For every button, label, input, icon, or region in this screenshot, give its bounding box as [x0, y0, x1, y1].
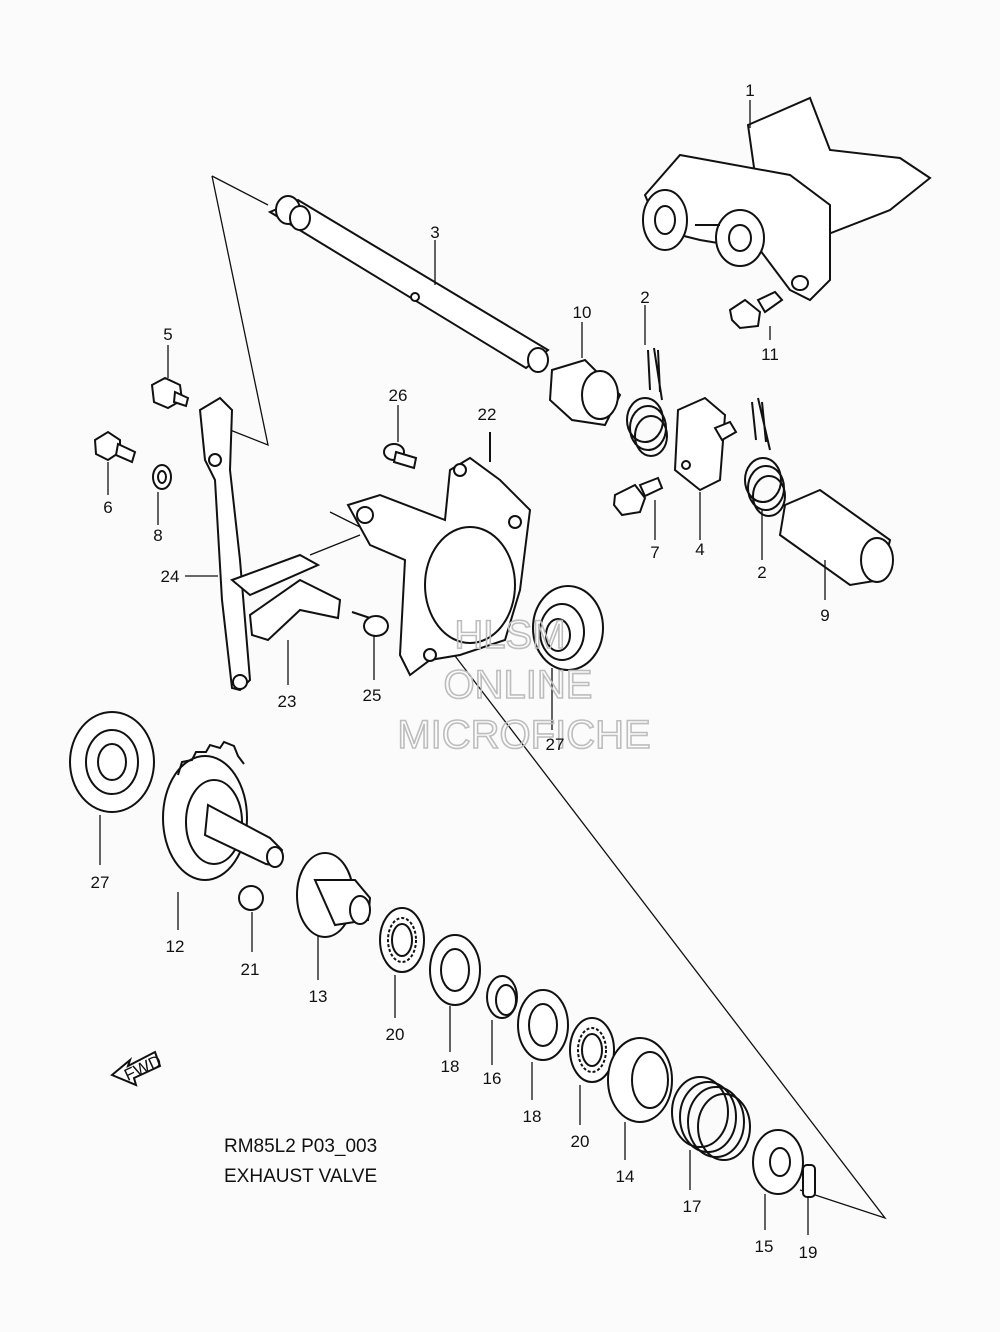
part-18-washer-upper [429, 934, 481, 1052]
part-21-ball [238, 885, 264, 952]
callout-17: 17 [683, 1197, 702, 1216]
part-16-ring [486, 975, 518, 1065]
diagram-caption: RM85L2 P03_003 EXHAUST VALVE [224, 1136, 377, 1187]
callout-25: 25 [363, 686, 382, 705]
callout-2-upper: 2 [640, 288, 649, 307]
caption-line-2: EXHAUST VALVE [224, 1166, 377, 1187]
callout-12: 12 [166, 937, 185, 956]
part-20-thrust-bearing-lower [569, 1017, 615, 1125]
part-8-washer [152, 464, 172, 525]
part-5-nut [150, 345, 190, 410]
callout-24: 24 [161, 567, 180, 586]
part-7-screw [612, 476, 664, 540]
part-9-sleeve [778, 488, 894, 600]
callout-19: 19 [799, 1243, 818, 1262]
part-3-shaft [267, 195, 550, 373]
caption-line-1: RM85L2 P03_003 [224, 1136, 377, 1157]
callout-15: 15 [755, 1237, 774, 1256]
fwd-arrow-icon: FWD [110, 1050, 164, 1087]
callout-9: 9 [820, 606, 829, 625]
fwd-label: FWD [121, 1051, 164, 1085]
callout-16: 16 [483, 1069, 502, 1088]
part-14-spring-seat [607, 1037, 673, 1160]
callout-8: 8 [153, 526, 162, 545]
callout-10: 10 [573, 303, 592, 322]
part-24-lever [185, 396, 252, 692]
part-27-bearing-upper [532, 585, 604, 730]
part-13-cam-plate [296, 852, 372, 980]
callout-26: 26 [389, 386, 408, 405]
callout-2-lower: 2 [757, 563, 766, 582]
part-1-valve-housing [642, 96, 932, 302]
callout-14: 14 [616, 1167, 635, 1186]
callout-18-lower: 18 [523, 1107, 542, 1126]
callout-22: 22 [478, 405, 497, 424]
callout-21: 21 [241, 960, 260, 979]
part-12-gear [162, 740, 284, 930]
callout-27-lower: 27 [91, 873, 110, 892]
callout-5: 5 [163, 325, 172, 344]
part-27-bearing-lower [69, 711, 155, 865]
watermark: HLSM ONLINE MICROFICHE [397, 612, 652, 758]
callout-23: 23 [278, 692, 297, 711]
part-19-pin [802, 1164, 816, 1235]
callout-6: 6 [103, 498, 112, 517]
watermark-line-3: MICROFICHE [397, 713, 650, 757]
callout-13: 13 [309, 987, 328, 1006]
assembly-lines [211, 175, 887, 1220]
watermark-line-2: ONLINE [444, 663, 593, 707]
part-6-bolt [93, 430, 137, 495]
part-20-thrust-bearing-upper [379, 907, 425, 1018]
part-15-retainer [752, 1129, 804, 1230]
part-22-bracket [346, 432, 532, 677]
part-23-lever-bracket [230, 553, 342, 685]
callout-3: 3 [430, 223, 439, 242]
part-18-washer-lower [517, 989, 569, 1100]
part-4-cam [673, 396, 738, 540]
part-10-collar [548, 322, 622, 427]
part-17-coil-spring [671, 1076, 751, 1190]
callout-18-upper: 18 [441, 1057, 460, 1076]
part-11-screw [728, 290, 784, 340]
callout-20-lower: 20 [571, 1132, 590, 1151]
callout-4: 4 [695, 540, 704, 559]
callout-1: 1 [745, 81, 754, 100]
part-25-screw [351, 611, 389, 680]
callout-27-upper: 27 [546, 735, 565, 754]
watermark-line-1: HLSM [454, 613, 565, 657]
callout-11: 11 [761, 345, 779, 364]
part-2-springs [626, 305, 786, 560]
part-26-bolt [383, 405, 418, 470]
callout-numbers: 1 2 2 3 4 5 6 7 8 9 10 11 12 13 14 15 16… [91, 81, 830, 1262]
callout-20-upper: 20 [386, 1025, 405, 1044]
callout-7: 7 [650, 543, 659, 562]
